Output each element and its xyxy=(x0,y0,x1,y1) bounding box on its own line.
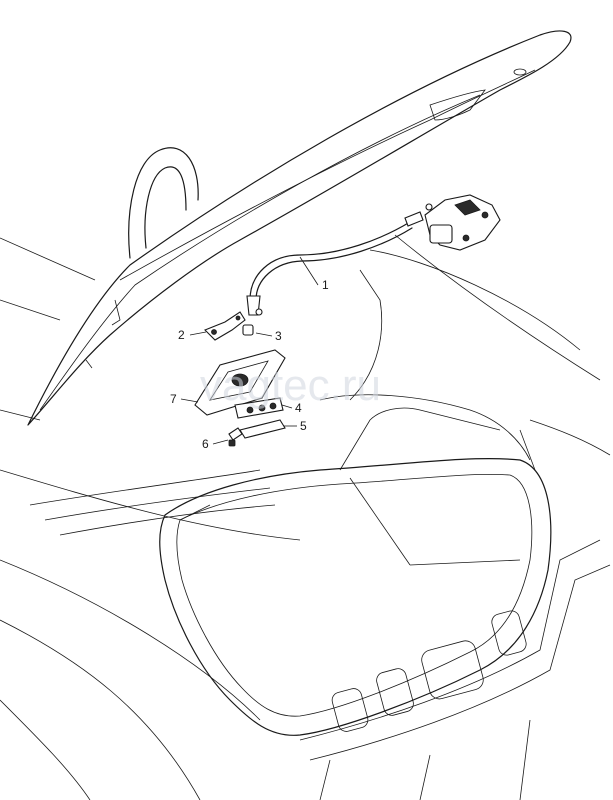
callout-labels: 1 2 3 4 5 6 7 xyxy=(170,278,329,451)
body-outline xyxy=(0,237,301,800)
callout-4: 4 xyxy=(295,401,302,415)
trunk-lid xyxy=(27,30,572,426)
bracket xyxy=(204,311,246,341)
callout-2: 2 xyxy=(178,328,185,342)
callout-6: 6 xyxy=(202,437,209,451)
screw-small xyxy=(228,427,243,447)
callout-3: 3 xyxy=(275,329,282,343)
inner-panel xyxy=(29,234,601,536)
callout-7: 7 xyxy=(170,392,177,406)
roll-bar xyxy=(128,147,199,259)
callout-lines xyxy=(180,256,319,445)
cover-plate xyxy=(239,419,286,439)
callout-5: 5 xyxy=(300,419,307,433)
handle-housing xyxy=(194,349,286,416)
watermark-text: vagtec.ru xyxy=(200,361,381,410)
trunk-opening xyxy=(159,394,611,736)
lock-actuator xyxy=(424,194,501,251)
callout-1: 1 xyxy=(322,278,329,292)
screw xyxy=(242,308,263,336)
rear-panel xyxy=(299,539,611,800)
switch xyxy=(234,397,284,419)
